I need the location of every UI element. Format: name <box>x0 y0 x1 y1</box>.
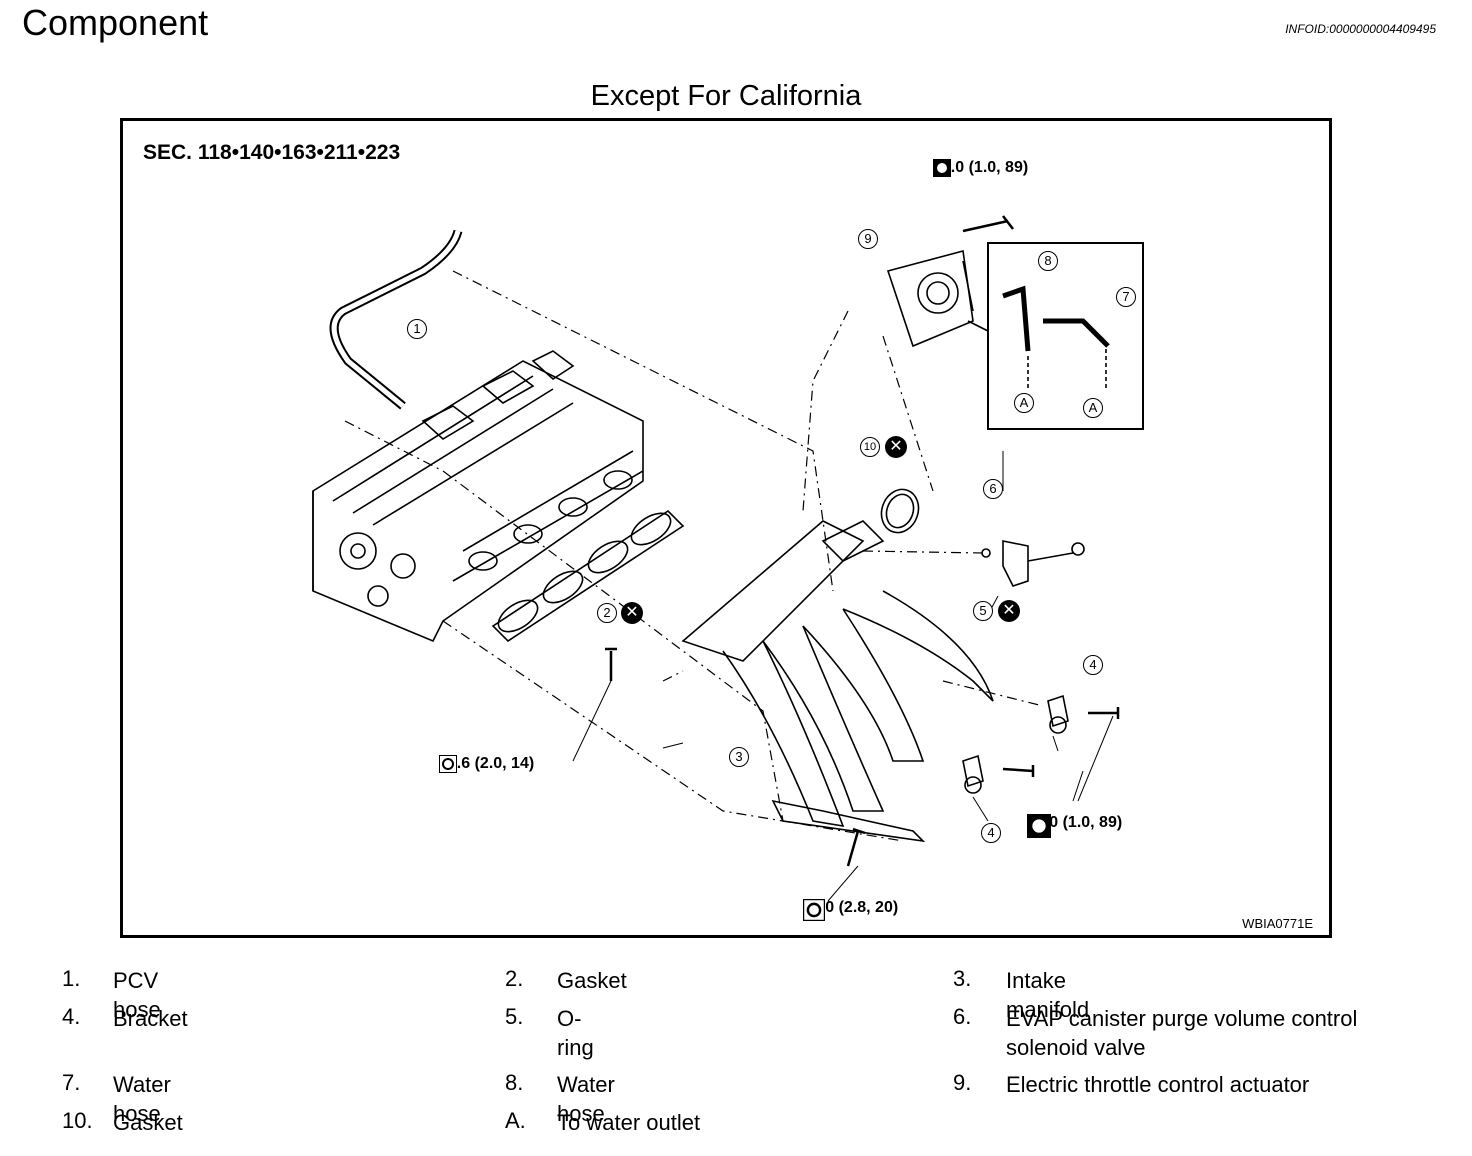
throttle-gasket-shape <box>880 488 920 534</box>
legend-number: 5. <box>505 1004 524 1029</box>
legend-number: 6. <box>953 1004 972 1029</box>
callout-3: 3 <box>729 747 749 767</box>
torque-value: 27.0 (2.8, 20) <box>803 899 899 916</box>
legend-label: Gasket <box>557 968 627 993</box>
bracket-upper-shape <box>1047 694 1069 728</box>
callout-9: 9 <box>858 229 878 249</box>
legend-number: 8. <box>505 1070 524 1095</box>
torque-spec-throttle-bolt: 10.0 (1.0, 89) <box>933 159 1028 177</box>
legend-label: O-ring <box>557 1006 594 1060</box>
torque-value: 19.6 (2.0, 14) <box>439 755 535 772</box>
legend-number: 2. <box>505 966 524 991</box>
legend-number: 3. <box>953 966 972 991</box>
callout-1: 1 <box>407 319 427 339</box>
callout-4-upper: 4 <box>1083 655 1103 675</box>
legend-label: Bracket <box>113 1006 188 1031</box>
torque-spec-manifold-bolt: 19.6 (2.0, 14) <box>439 755 534 773</box>
legend-label: Water hose <box>557 1072 615 1126</box>
page-title: Component <box>22 2 209 43</box>
callout-10: 10 <box>860 437 880 457</box>
torque-wrench-icon <box>1027 814 1051 838</box>
replace-part-icon: ✕ <box>621 602 643 624</box>
legend-number: A. <box>505 1108 526 1133</box>
legend-number: 9. <box>953 1070 972 1095</box>
legend-label: Water hose <box>113 1072 171 1126</box>
legend-label: PCV hose <box>113 968 161 1022</box>
legend-label: EVAP canister purge volume control solen… <box>1006 1006 1358 1060</box>
intake-manifold-shape <box>681 520 994 843</box>
legend-label: Electric throttle control actuator <box>1006 1072 1310 1097</box>
torque-spec-bracket-bolt: 10.0 (1.0, 89) <box>1027 814 1122 838</box>
torque-wrench-icon <box>933 159 951 177</box>
replace-part-icon: ✕ <box>885 436 907 458</box>
callout-a-right: A <box>1083 398 1103 418</box>
torque-spec-stay-bolt: 27.0 (2.8, 20) <box>803 899 899 921</box>
water-hose-detail-box <box>987 242 1144 430</box>
torque-value: 10.0 (1.0, 89) <box>933 159 1029 176</box>
callout-7: 7 <box>1116 287 1136 307</box>
legend-number: 10. <box>62 1108 93 1133</box>
callout-4-lower: 4 <box>981 823 1001 843</box>
o-ring-shape <box>981 548 991 558</box>
callout-5: 5 <box>973 601 993 621</box>
callout-a-left: A <box>1014 393 1034 413</box>
component-diagram: SEC. 118•140•163•211•223 WBIA0771E 10.0 … <box>120 118 1332 938</box>
figure-subtitle: Except For California <box>590 80 862 112</box>
callout-2: 2 <box>597 603 617 623</box>
legend-label: To water outlet <box>557 1110 701 1135</box>
legend-label: Intake manifold <box>1006 968 1090 1022</box>
torque-wrench-icon <box>439 755 457 773</box>
legend-label: Gasket <box>113 1110 183 1135</box>
exploded-view-drawing <box>312 215 1144 902</box>
info-id: INFOID:0000000004409495 <box>1285 22 1436 36</box>
callout-6: 6 <box>983 479 1003 499</box>
legend-number: 4. <box>62 1004 81 1029</box>
torque-wrench-icon <box>803 899 825 921</box>
bracket-lower-shape <box>962 754 984 788</box>
legend-number: 1. <box>62 966 81 991</box>
evap-solenoid-shape <box>1002 540 1074 587</box>
throttle-actuator-shape <box>886 249 989 348</box>
figure-code: WBIA0771E <box>1242 916 1313 931</box>
callout-8: 8 <box>1038 251 1058 271</box>
section-reference: SEC. 118•140•163•211•223 <box>143 141 401 164</box>
legend-number: 7. <box>62 1070 81 1095</box>
cylinder-head-shape <box>312 350 644 643</box>
replace-part-icon: ✕ <box>998 600 1020 622</box>
gasket-shape <box>491 509 685 643</box>
